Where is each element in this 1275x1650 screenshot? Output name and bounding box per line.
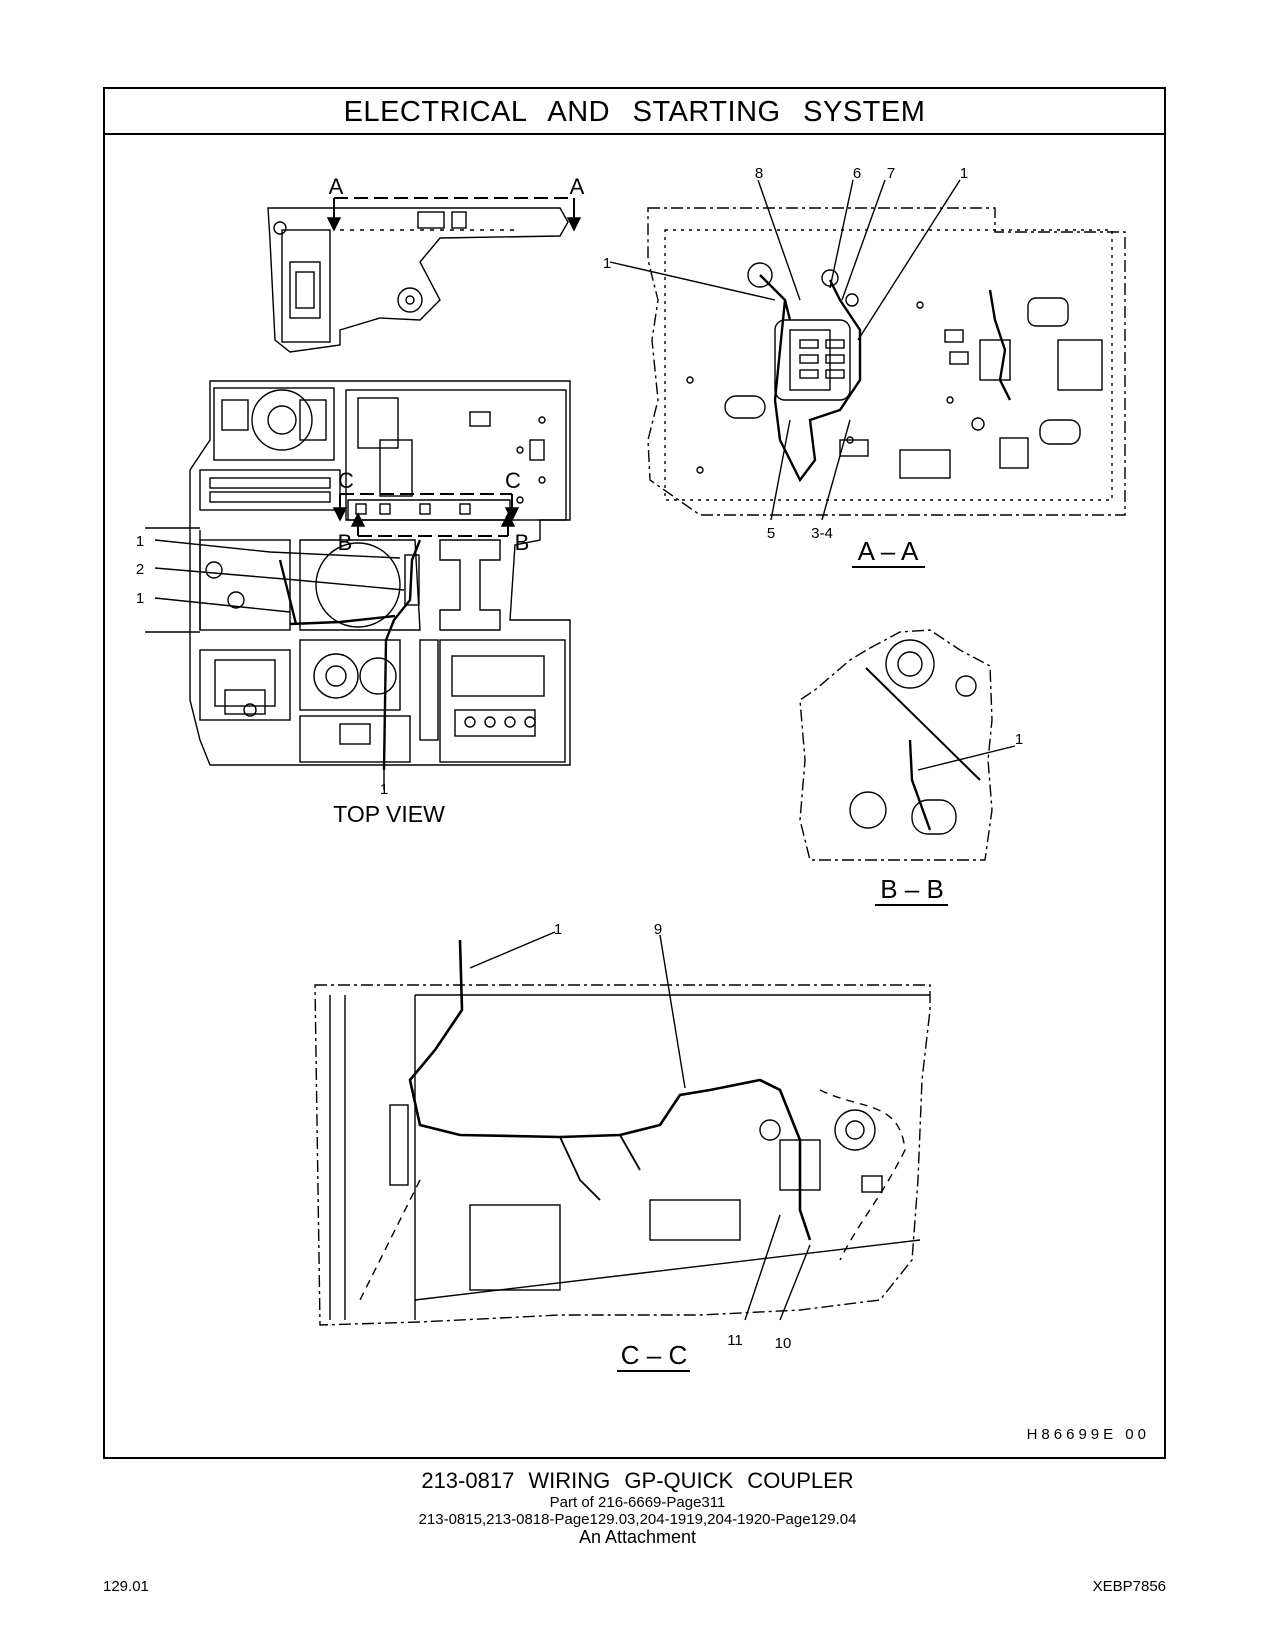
callout-1: 1 bbox=[380, 781, 388, 798]
callout-5: 5 bbox=[767, 525, 775, 542]
callout-1: 1 bbox=[960, 165, 968, 182]
drawing-frame: ELECTRICAL AND STARTING SYSTEM H86699E 0… bbox=[103, 87, 1166, 1459]
callout-3-4: 3-4 bbox=[811, 525, 833, 542]
page-number: 129.01 bbox=[103, 1578, 149, 1595]
top-view-drawing bbox=[145, 197, 582, 790]
callout-1: 1 bbox=[136, 533, 144, 550]
callout-1: 1 bbox=[603, 255, 611, 272]
attachment-note: An Attachment bbox=[578, 1527, 697, 1547]
section-marker-b-left: B bbox=[338, 530, 353, 555]
cross-references: 213-0815,213-0818-Page129.03,204-1919,20… bbox=[418, 1511, 857, 1528]
section-marker-c-left: C bbox=[338, 468, 354, 493]
callout-6: 6 bbox=[853, 165, 861, 182]
section-marker-a-left: A bbox=[329, 174, 344, 199]
section-aa-drawing bbox=[609, 179, 1126, 521]
page-title: ELECTRICAL AND STARTING SYSTEM bbox=[105, 89, 1164, 135]
callout-8: 8 bbox=[755, 165, 763, 182]
callout-11: 11 bbox=[727, 1332, 743, 1349]
document-code: XEBP7856 bbox=[1092, 1578, 1166, 1595]
section-cc-caption: C – C bbox=[621, 1340, 687, 1370]
section-marker-c-right: C bbox=[505, 468, 521, 493]
callout-1: 1 bbox=[136, 590, 144, 607]
callout-10: 10 bbox=[775, 1335, 792, 1352]
part-title: 213-0817 WIRING GP-QUICK COUPLER bbox=[421, 1468, 854, 1493]
part-of: Part of 216-6669-Page311 bbox=[549, 1494, 726, 1511]
callout-1: 1 bbox=[1015, 731, 1023, 748]
section-bb-caption: B – B bbox=[880, 874, 944, 904]
footer-block: 213-0817 WIRING GP-QUICK COUPLER Part of… bbox=[0, 1468, 1275, 1546]
section-marker-a-right: A bbox=[570, 174, 585, 199]
section-bb-drawing bbox=[799, 629, 1016, 861]
drawing-id: H86699E 00 bbox=[1026, 1426, 1150, 1443]
section-cc-drawing bbox=[314, 931, 931, 1326]
callout-1: 1 bbox=[554, 921, 562, 938]
callout-2: 2 bbox=[136, 561, 144, 578]
callout-7: 7 bbox=[887, 165, 895, 182]
section-aa-caption: A – A bbox=[858, 536, 919, 566]
callout-9: 9 bbox=[654, 921, 662, 938]
top-view-caption: TOP VIEW bbox=[333, 801, 445, 827]
section-marker-b-right: B bbox=[515, 530, 530, 555]
